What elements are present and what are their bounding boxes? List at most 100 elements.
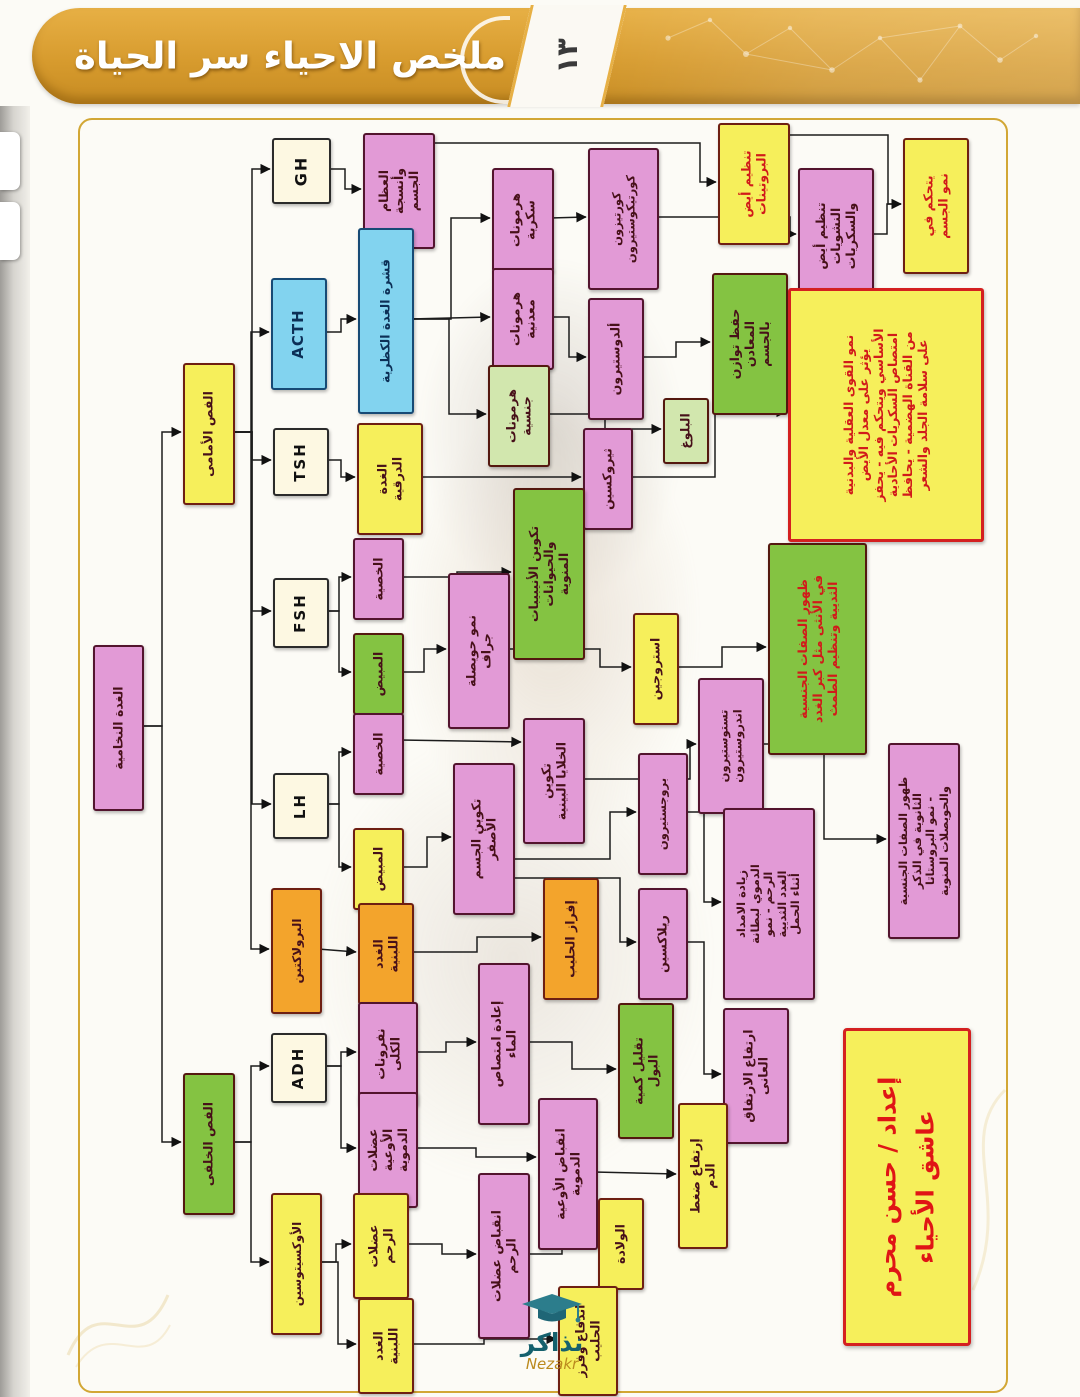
node-mineral-balance: حفظ توازن المعادن بالجسم [712,273,788,415]
node-aldosterone: ألدوستيرون [588,298,644,420]
node-oxytocin: الأوكسيتوسين [271,1193,322,1335]
edge-fsh-to-ovary-fsh [325,610,352,678]
node-label-anterior: الفص الأمامى [200,391,216,477]
edge-nephrons-to-water-reabsorption [414,1036,477,1053]
page-tab-top [0,132,20,190]
graduation-cap-icon [522,1294,582,1323]
node-label-acth: ACTH [289,309,308,359]
node-label-gh: GH [291,155,311,187]
node-label-milk-secretion: إفراز الحليب [562,900,578,978]
node-uterus-muscles: عضلات الرحم [353,1193,409,1299]
node-graaf: نمو حويصلة جراف [448,573,510,729]
node-label-uterine-blood: زيادة الامداد الدموي لبطانة الرحم - نمو … [734,864,803,944]
node-label-controls-growth: يتحكم في نمو الجسم [920,173,950,239]
edge-water-reabsorption-to-reduce-urine [526,1041,617,1075]
node-label-mammary-prolactin: الغدد اللبنية [370,935,400,973]
node-label-thyroxine: ثيروكسين [599,448,615,510]
node-mammary-oxytocin: الغدد اللبنية [358,1298,414,1394]
node-label-thyroid-effects: نمو القوى العقلية والبدنية يؤثر على معدل… [840,328,930,502]
node-acth: ACTH [271,278,327,390]
node-thyroid: الغدة الدرقية [357,423,423,535]
edge-testis-lh-to-interstitial [399,736,522,748]
edge-anterior-to-prolactin [231,431,270,955]
credit-text: إعداد / حسن محرم عاشق الأحياء [873,1076,940,1298]
node-posterior: الفص الخلفى [183,1073,235,1215]
node-label-vessel-muscles: عضلات الأوعية الدموية [364,1127,410,1173]
edge-uterus-muscles-to-uterine-contraction [405,1243,477,1260]
node-thyroid-effects: نمو القوى العقلية والبدنية يؤثر على معدل… [788,288,984,542]
node-label-estrogen: استروجين [647,637,663,701]
node-label-progesterone: بروجستيرون [655,777,670,851]
node-adh: ADH [271,1033,327,1103]
node-label-mineral-balance: حفظ توازن المعادن بالجسم [726,308,772,380]
edge-carb-metab-to-controls-growth [870,198,902,235]
node-prolactin: البرولاكتين [271,888,322,1014]
node-label-uterus-muscles: عضلات الرحم [365,1224,395,1268]
node-label-female-traits: ظهور الصفات الجنسية في الأنثى مثل كبر ال… [794,574,839,724]
node-uterine-blood: زيادة الامداد الدموي لبطانة الرحم - نمو … [723,808,815,1000]
edge-pituitary-to-posterior [140,725,182,1148]
node-pubic-symphysis: ارتفاع الارتفاق العانى [723,1008,789,1144]
node-reduce-urine: تقليل كمية البول [618,1003,674,1139]
node-label-graaf: نمو حويصلة جراف [463,615,493,687]
node-label-ovary-lh: المبيض [370,846,386,892]
node-thyroxine: ثيروكسين [583,428,633,530]
edge-interstitial-to-testosterone [581,738,697,780]
gold-flourish-right-icon [971,1088,1007,1291]
edge-relaxin-to-pubic-symphysis [684,941,722,1080]
edge-vasoconstriction-to-high-bp [593,1168,677,1180]
node-label-pituitary: الغدة النخامية [110,686,126,770]
node-label-vasoconstriction: انقباض الأوعية الدموية [552,1128,582,1220]
edge-adh-to-nephrons [323,1046,357,1067]
node-label-tsh: TSH [291,442,310,482]
node-label-nephrons: نفرونات الكلى [372,1028,402,1080]
node-lh: LH [273,773,329,839]
node-label-sugar-hormones: هرمونات سكرية [507,193,537,247]
page-tab-bottom [0,202,20,260]
node-label-thyroid: الغدة الدرقية [374,456,404,502]
title-divider-ornament [460,16,510,104]
edge-adrenal-cortex-to-sex-hormones [410,318,487,420]
node-label-pubic-symphysis: ارتفاع الارتفاق العانى [740,1029,770,1123]
edge-mammary-prolactin-to-milk-secretion [410,931,542,953]
node-adrenal-cortex: قشرة الغدة الكظرية [358,228,414,414]
node-label-corpus-luteum: تكوين الجسم الأصفر [468,798,498,880]
node-ovary-lh: المبيض [353,828,404,910]
node-sugar-hormones: هرمونات سكرية [492,168,554,272]
node-label-fsh: FSH [291,593,310,633]
node-label-testis-lh: الخصية [370,732,386,776]
logo-arabic-text: نذاكر [520,1328,584,1357]
edge-anterior-to-acth [231,326,270,433]
node-cortisone: كورتيزون كورتيكوستيرون [588,148,659,290]
node-sperm-formation: تكوين الأنيبيبات والحيوانات المنوية [513,488,585,660]
page-number-notch: ١٣ [507,5,627,107]
node-label-cortisone: كورتيزون كورتيكوستيرون [608,174,637,264]
node-water-reabsorption: إعادة امتصاص الماء [478,963,530,1125]
edge-progesterone-to-uterine-blood [684,811,722,908]
node-label-adh: ADH [289,1046,308,1090]
node-label-puberty: البلوغ [677,413,693,449]
node-label-testosterone: تستوستيرون اندروستيرون [716,709,744,783]
network-decoration-icon [665,17,1039,83]
node-testis-fsh: الخصية [353,538,404,620]
page-title: ملخص الاحياء سر الحياة [74,34,507,78]
node-ovary-fsh: المبيض [353,633,404,715]
node-label-ovary-fsh: المبيض [370,651,386,697]
node-label-sperm-formation: تكوين الأنيبيبات والحيوانات المنوية [525,525,571,623]
edge-posterior-to-adh [231,1060,270,1143]
node-vasoconstriction: انقباض الأوعية الدموية [538,1098,598,1250]
node-female-traits: ظهور الصفات الجنسية في الأنثى مثل كبر ال… [768,543,867,755]
node-label-sex-hormones: هرمونات جنسية [503,389,533,443]
edge-mammary-oxytocin-to-milk-ejection [410,1333,557,1345]
node-label-relaxin: ريلاكسين [654,915,670,973]
node-label-regulate-protein: تنظيم أيض البروتينات [738,150,768,218]
page-number: ١٣ [550,38,584,74]
edge-mineral-hormones-to-aldosterone [550,316,587,363]
node-label-high-bp: إرتفاع ضغط الدم [687,1138,717,1214]
edge-sex-hormones-to-puberty [546,413,662,435]
node-label-mammary-oxytocin: الغدد اللبنية [370,1327,400,1365]
node-label-lh: LH [291,792,310,820]
edge-aldosterone-to-mineral-balance [640,336,711,358]
node-label-water-reabsorption: إعادة امتصاص الماء [488,1000,518,1088]
